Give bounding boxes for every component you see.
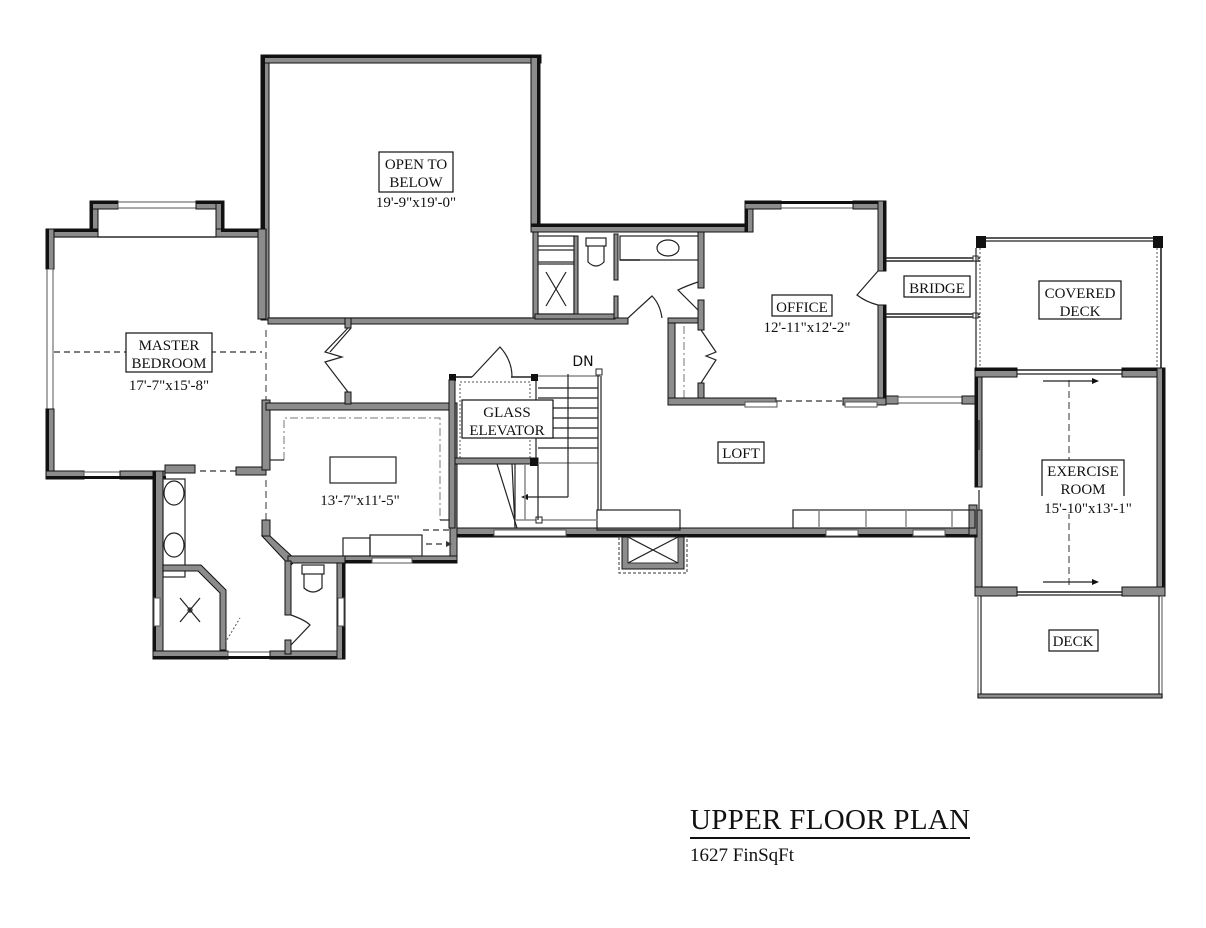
room-label-glass-elevator: GLASS ELEVATOR [461, 399, 554, 439]
master-bedroom-name-line2: BEDROOM [131, 356, 206, 372]
room-label-master-bedroom: MASTER BEDROOM 17'-7"x15'-8" [125, 332, 213, 394]
exercise-room-walls [974, 367, 1166, 597]
hall-bath-walls [267, 200, 754, 325]
office-name: OFFICE [776, 300, 828, 316]
loft-walls [456, 504, 978, 574]
glass-elevator-name-line2: ELEVATOR [469, 423, 544, 439]
office-dimensions: 12'-11"x12'-2" [763, 320, 850, 336]
room-label-bridge: BRIDGE [903, 275, 971, 298]
walk-in-closet-walls [265, 402, 458, 564]
office-walls [667, 200, 887, 408]
staircase [448, 368, 603, 529]
deck-name: DECK [1053, 634, 1094, 650]
room-label-covered-deck: COVERED DECK [1038, 280, 1122, 320]
room-label-exercise-room: EXERCISE ROOM 15'-10"x13'-1" [1040, 459, 1132, 517]
stair-direction-label: DN [572, 354, 593, 370]
hall-closet-doors [323, 317, 352, 405]
stair-dn-text: DN [572, 354, 593, 370]
glass-elevator-name-line1: GLASS [483, 405, 531, 421]
master-bath-walls [152, 399, 347, 660]
plan-area: 1627 FinSqFt [690, 845, 795, 866]
room-label-open-to-below: OPEN TO BELOW 19'-9"x19'-0" [376, 151, 456, 211]
room-label-deck: DECK [1048, 629, 1099, 652]
bridge-name: BRIDGE [909, 281, 965, 297]
exercise-room-name-line2: ROOM [1060, 482, 1105, 498]
open-to-below-name-line1: OPEN TO [385, 157, 448, 173]
deck-outline [977, 596, 1163, 699]
covered-deck-walls [975, 236, 1163, 370]
room-label-closet: 13'-7"x11'-5" [320, 493, 400, 509]
master-bedroom-dimensions: 17'-7"x15'-8" [129, 378, 209, 394]
master-bedroom-walls [45, 200, 267, 480]
covered-deck-name-line1: COVERED [1045, 286, 1116, 302]
open-to-below-dimensions: 19'-9"x19'-0" [376, 195, 456, 211]
room-label-loft: LOFT [717, 441, 765, 464]
loft-name: LOFT [722, 446, 760, 462]
plan-title: UPPER FLOOR PLAN [690, 804, 971, 839]
exercise-room-name-line1: EXERCISE [1047, 464, 1119, 480]
exercise-room-dimensions: 15'-10"x13'-1" [1044, 501, 1132, 517]
master-bedroom-name-line1: MASTER [139, 338, 200, 354]
closet-dimensions: 13'-7"x11'-5" [320, 493, 400, 509]
covered-deck-name-line2: DECK [1060, 304, 1101, 320]
title-block: UPPER FLOOR PLAN 1627 FinSqFt [690, 804, 971, 867]
open-to-below-name-line2: BELOW [389, 175, 443, 191]
room-label-office: OFFICE 12'-11"x12'-2" [763, 294, 851, 336]
